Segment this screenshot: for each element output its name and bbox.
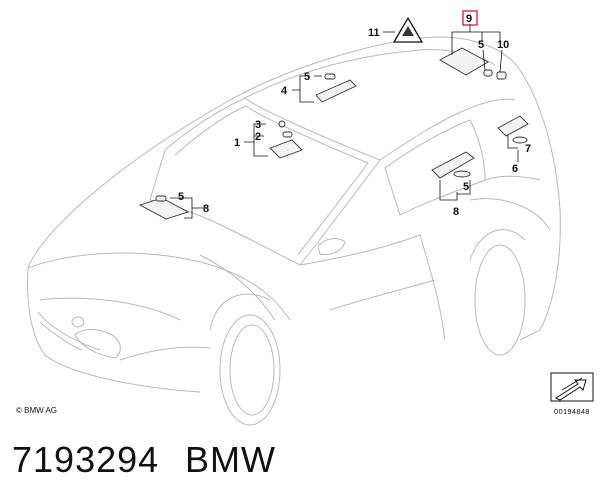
leader-lines	[170, 24, 519, 219]
parts-diagram: 11 9 5 10 5 4 3 1 2 5 8 7 6 5 8	[27, 10, 594, 426]
callout-4[interactable]: 4	[281, 85, 288, 97]
callout-2[interactable]: 2	[255, 131, 261, 143]
warning-triangle-icon	[392, 16, 424, 43]
callout-8-left[interactable]: 8	[203, 203, 209, 215]
lens-7[interactable]	[512, 136, 528, 144]
bulb-5-door[interactable]	[453, 170, 471, 178]
callout-8-door[interactable]: 8	[453, 206, 459, 218]
bulb-5-top[interactable]	[483, 69, 493, 77]
lamp-8-left[interactable]	[138, 197, 190, 220]
callout-5-top[interactable]: 5	[478, 39, 484, 51]
lamp-4[interactable]	[315, 79, 357, 103]
parts	[138, 47, 529, 220]
car-outline	[27, 36, 561, 426]
callout-5-left[interactable]: 5	[304, 71, 310, 83]
copyright-text: © BMW AG	[16, 406, 58, 415]
callout-5-door[interactable]: 5	[463, 181, 469, 193]
corner-arrow-icon[interactable]	[550, 372, 594, 402]
brand-name: BMW	[185, 439, 276, 480]
bulb-2[interactable]	[282, 131, 293, 138]
roof-interior-lamp[interactable]	[439, 47, 489, 76]
bulb-10[interactable]	[496, 71, 507, 80]
callout-9[interactable]: 9	[466, 13, 472, 25]
callout-1[interactable]: 1	[234, 137, 240, 149]
bulb-5-left[interactable]	[324, 73, 336, 80]
callout-10[interactable]: 10	[497, 39, 509, 51]
bulb-3[interactable]	[278, 120, 286, 128]
callout-5-mid[interactable]: 5	[178, 191, 184, 203]
callout-3[interactable]: 3	[255, 119, 261, 131]
callout-6[interactable]: 6	[512, 163, 518, 175]
callout-11[interactable]: 11	[368, 27, 380, 39]
lamp-1[interactable]	[269, 139, 303, 159]
lamp-6[interactable]	[497, 115, 529, 137]
bulb-5-mid[interactable]	[155, 195, 167, 202]
diagram-reference-number: 00194848	[554, 407, 590, 416]
door-lamp-8[interactable]	[431, 151, 475, 179]
highlight-box-9	[462, 10, 478, 26]
callout-7[interactable]: 7	[525, 143, 531, 155]
part-number: 7193294	[12, 439, 160, 480]
